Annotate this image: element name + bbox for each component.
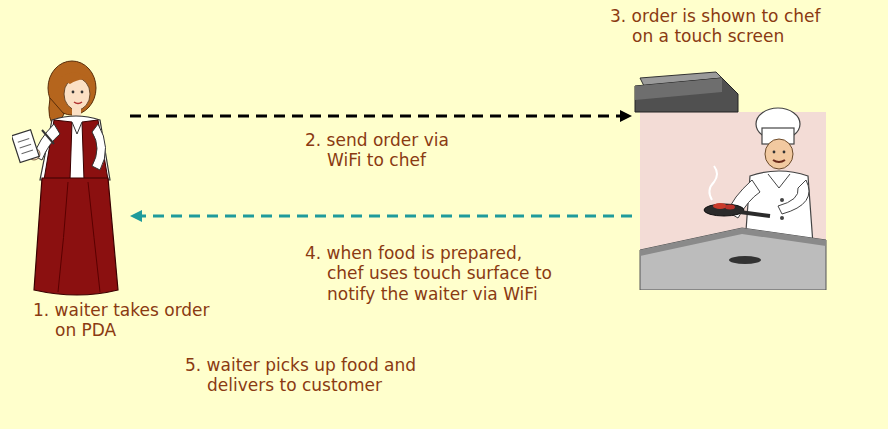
notify-arrow [130,210,632,222]
illustration-part [768,174,790,188]
illustration-part [88,182,100,292]
illustration-part [58,182,68,292]
illustration-part [18,139,29,143]
illustration-part [22,150,33,154]
waiter-illustration [12,58,130,298]
illustration-part [12,130,39,163]
chef-figure: 3. order is shown to chef on a touch scr… [632,72,830,290]
illustration-part [765,139,793,169]
illustration-part [729,256,761,264]
dashed-line [140,215,632,218]
illustration-part [773,160,785,162]
step-note: 5. waiter picks up food and delivers to … [185,355,445,396]
illustration-part [725,205,735,210]
dashed-line [130,115,622,118]
waiter-figure: 1. waiter takes order on PDA [12,58,130,298]
figure-caption: 3. order is shown to chef on a touch scr… [610,6,834,47]
illustration-part [72,91,75,94]
edge-label: 4. when food is prepared, chef uses touc… [305,243,555,304]
illustration-part [740,212,770,216]
illustration-part [780,198,784,202]
illustration-part [635,78,722,100]
illustration-part [58,72,92,88]
arrow-head [620,110,632,122]
illustration-part [81,91,84,94]
illustration-part [12,130,39,163]
illustration-part [20,144,31,148]
order-arrow [130,110,632,122]
illustration-part [82,120,108,180]
illustration-part [783,151,786,154]
arrow-head [130,210,142,222]
illustration-part [773,151,776,154]
illustration-part [42,130,54,144]
chef-illustration [632,28,832,290]
illustration-part [640,228,826,290]
illustration-part [72,122,82,134]
illustration-part [34,178,118,295]
illustration-part [640,228,826,256]
illustration-part [780,216,784,220]
illustration-part [713,203,727,209]
figure-caption: 1. waiter takes order on PDA [33,300,233,341]
illustration-part [74,102,82,104]
illustration-part [778,180,809,214]
illustration-part [709,166,717,200]
edge-label: 2. send order via WiFi to chef [305,130,470,171]
illustration-part [44,120,72,180]
illustration-part [40,116,110,180]
illustration-part [640,112,826,290]
illustration-part [704,204,744,216]
illustration-part [635,78,738,112]
illustration-part [92,124,106,170]
